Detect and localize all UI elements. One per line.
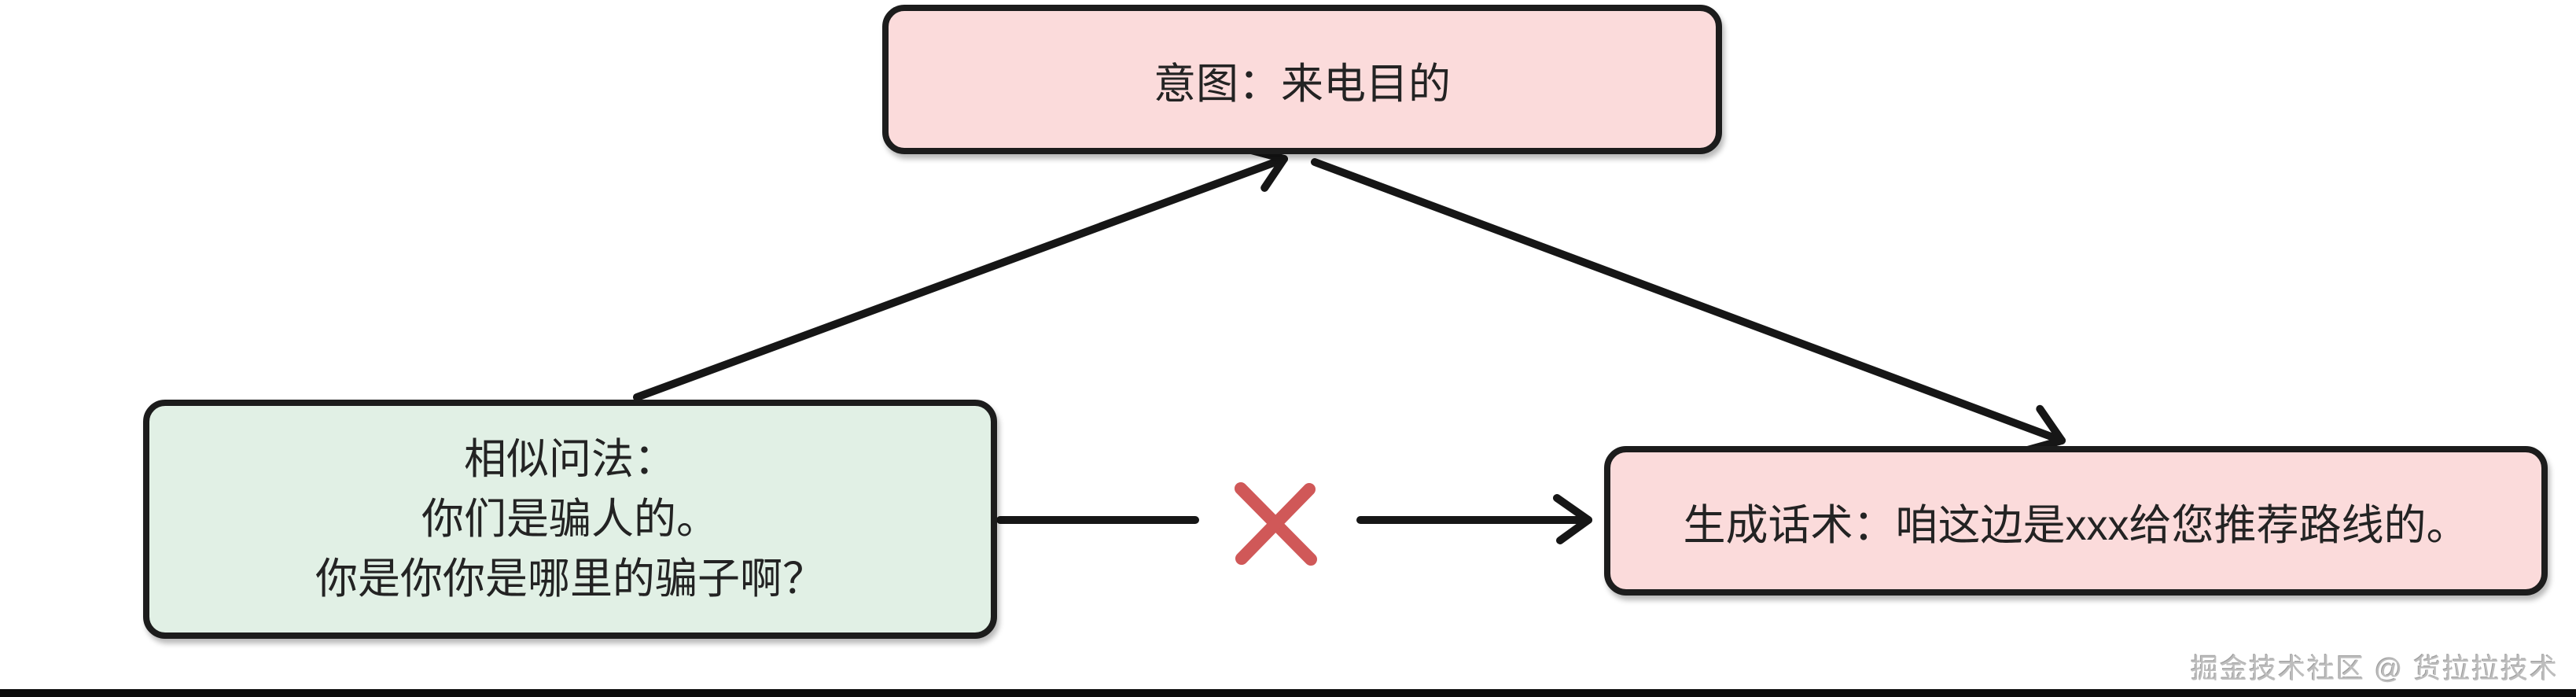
similar-question-2: 你是你你是哪里的骗子啊？ [315, 555, 825, 603]
x-mark-icon [1235, 482, 1317, 566]
x-mark-stroke-1 [1235, 482, 1317, 566]
similar-questions-node: 相似问法： 你们是骗人的。 你是你你是哪里的骗子啊？ [143, 400, 997, 639]
generated-script-label: 生成话术：咱这边是xxx给您推荐路线的。 [1683, 501, 2469, 549]
arrow-similar-to-intent [633, 145, 1288, 401]
arrow-intent-to-script [1311, 158, 2066, 454]
generated-script-node: 生成话术：咱这边是xxx给您推荐路线的。 [1604, 446, 2548, 596]
intent-node: 意图：来电目的 [882, 5, 1722, 154]
similar-question-1: 你们是骗人的。 [421, 496, 719, 543]
similar-questions-title: 相似问法： [464, 436, 676, 483]
watermark: 掘金技术社区 @ 货拉拉技术 [2191, 654, 2559, 684]
bottom-divider-bar [0, 689, 2576, 697]
x-mark-stroke-2 [1235, 483, 1316, 565]
intent-node-label: 意图：来电目的 [1154, 60, 1451, 108]
